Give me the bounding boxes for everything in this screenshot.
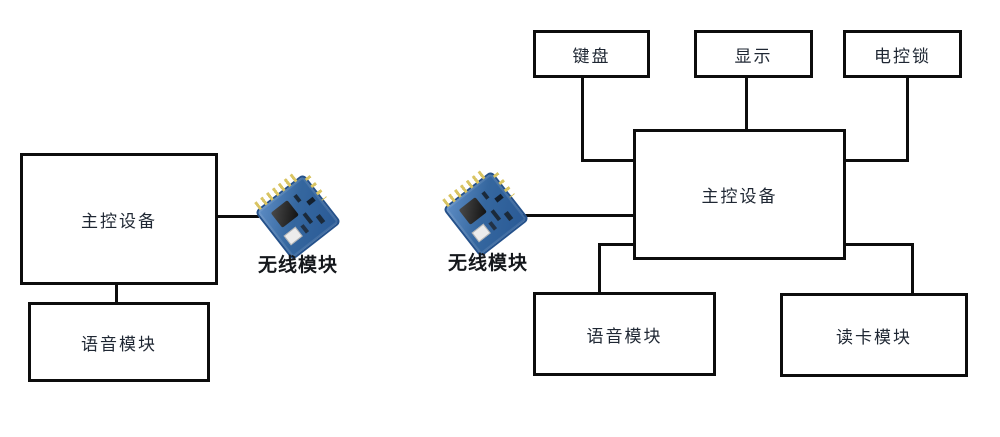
connector-voice-horizontal: [598, 243, 634, 246]
display-label: 显示: [734, 46, 773, 67]
wireless-module-pcb-icon: [248, 169, 344, 261]
pcb-smd-component: [488, 221, 498, 231]
connector-keyboard-horizontal: [581, 159, 633, 162]
electric-lock-box: 电控锁: [843, 30, 962, 78]
right-voice-module-box: 语音模块: [533, 292, 716, 376]
pcb-smd-component: [315, 213, 326, 225]
pcb-board: [254, 173, 342, 261]
right-main-device-label: 主控设备: [701, 187, 778, 207]
keyboard-box: 键盘: [533, 30, 650, 78]
connector-display-vertical: [745, 77, 748, 130]
left-wireless-module-label: 无线模块: [257, 254, 338, 276]
pcb-crystal: [283, 226, 303, 246]
pcb-smd-component: [503, 210, 514, 222]
card-reader-label: 读卡模块: [836, 327, 912, 348]
pcb-smd-component: [306, 196, 316, 206]
electric-lock-label: 电控锁: [874, 46, 931, 67]
pcb-smd-component: [293, 194, 302, 203]
left-main-device-box: 主控设备: [20, 153, 218, 285]
right-voice-module-label: 语音模块: [586, 326, 663, 347]
connector-left-main-to-wireless: [217, 215, 259, 218]
connector-left-main-to-voice: [115, 283, 118, 304]
connector-voice-vertical: [598, 243, 601, 293]
pcb-chip: [458, 197, 487, 225]
pcb-smd-component: [302, 212, 314, 225]
pcb-side-pads: [304, 174, 327, 201]
wireless-module-pcb-icon: [436, 166, 532, 258]
connector-card-vertical: [911, 243, 914, 294]
pcb-chip: [270, 200, 299, 228]
connector-lock-horizontal: [845, 159, 909, 162]
connector-wireless-to-main: [521, 214, 633, 217]
connector-keyboard-vertical: [581, 77, 584, 162]
pcb-side-pads: [492, 171, 515, 198]
right-main-device-box: 主控设备: [633, 129, 846, 260]
pcb-board: [442, 170, 530, 258]
keyboard-label: 键盘: [572, 46, 611, 67]
pcb-smd-component: [300, 224, 310, 234]
pcb-smd-component: [494, 193, 504, 203]
right-wireless-module-label: 无线模块: [447, 252, 528, 274]
display-box: 显示: [694, 30, 813, 78]
left-voice-module-box: 语音模块: [28, 302, 210, 382]
left-main-device-label: 主控设备: [81, 211, 157, 232]
left-voice-module-label: 语音模块: [81, 334, 157, 355]
pcb-smd-component: [490, 209, 502, 222]
pcb-smd-component: [481, 191, 490, 200]
connector-lock-vertical: [906, 77, 909, 162]
connector-card-horizontal: [845, 243, 914, 246]
card-reader-box: 读卡模块: [780, 293, 968, 377]
pcb-crystal: [471, 223, 491, 243]
